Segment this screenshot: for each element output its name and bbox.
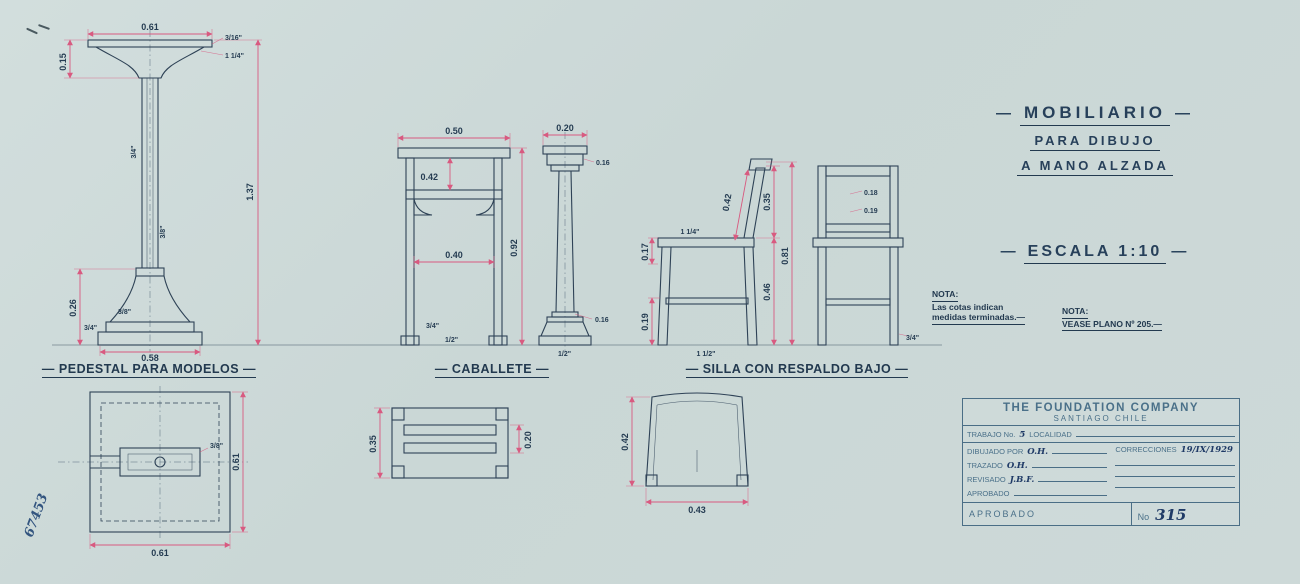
dim-pedestal-base-width: 0.58: [141, 353, 159, 363]
sheet-title-line2: PARA DIBUJO: [950, 133, 1240, 151]
caballete-top-view: 0.35 0.20: [368, 407, 533, 479]
dim-caballete-upper-height: 0.42: [420, 172, 438, 182]
silla-side-view: 0.42 0.35 0.46 0.81 0.17 0.19 1 1/4" 1 1…: [640, 158, 797, 358]
dim-silla-f2: 1 1/2": [697, 351, 716, 358]
caballete-side-view: 0.20 0.16 0.16 1/2": [538, 123, 610, 358]
dim-caballete-f2: 1/2": [445, 337, 458, 344]
dim-pedestal-top-f1: 3/8": [210, 443, 223, 450]
sheet-title-line1: —MOBILIARIO—: [950, 103, 1240, 126]
dim-silla-apron: 0.17: [640, 243, 650, 261]
dim-silla-front-d1: 0.18: [864, 190, 878, 197]
dim-caballete-top-width: 0.50: [445, 126, 463, 136]
title-block-footer: APROBADO No 315: [963, 503, 1239, 525]
aprobado-row: APROBADO: [967, 487, 1108, 498]
dim-pedestal-f3: 3/4": [131, 145, 138, 158]
dim-silla-front-f1: 3/4": [906, 335, 919, 342]
dim-caballete-side-shaft: 0.16: [595, 317, 609, 324]
pedestal-section-label: — PEDESTAL PARA MODELOS —: [41, 362, 257, 378]
drawing-number: No 315: [1137, 506, 1187, 524]
silla-front-view: 0.18 0.19 3/4": [812, 165, 919, 346]
dim-pedestal-f1: 3/16": [225, 35, 242, 42]
sheet-title-line3: A MANO ALZADA: [950, 158, 1240, 176]
footer-aprobado-label: APROBADO: [963, 503, 1132, 525]
dim-pedestal-top-width: 0.61: [141, 22, 159, 32]
silla-top-view: 0.42 0.43: [620, 392, 749, 515]
caballete-front-view: 0.50 0.42 0.40 0.92 3/4" 1/2": [397, 126, 527, 346]
dim-silla-top-width: 0.43: [688, 505, 706, 515]
company-name: THE FOUNDATION COMPANY: [1002, 402, 1200, 414]
dim-pedestal-f5: 3/8": [118, 309, 131, 316]
pedestal-front-view: 0.61 3/16" 1 1/4" 0.15 1.37 3/4" 3/8" 0.…: [58, 22, 262, 363]
silla-section-label: — SILLA CON RESPALDO BAJO —: [685, 362, 909, 378]
caballete-section-label: — CABALLETE —: [434, 362, 550, 378]
dim-caballete-top-depth: 0.35: [368, 435, 378, 453]
dim-pedestal-base-height: 0.26: [68, 299, 78, 317]
dim-pedestal-f4: 3/8": [160, 225, 167, 238]
dim-silla-total-height: 0.81: [780, 247, 790, 265]
sheet-title: —MOBILIARIO— PARA DIBUJO A MANO ALZADA: [950, 103, 1240, 183]
title-block-header: THE FOUNDATION COMPANY SANTIAGO CHILE: [963, 399, 1239, 426]
dim-pedestal-f2: 1 1/4": [225, 53, 244, 60]
dim-pedestal-cap-height: 0.15: [58, 53, 68, 71]
dim-silla-seat-to-floor: 0.46: [762, 283, 772, 301]
dim-silla-back-slant: 0.42: [721, 193, 734, 212]
dim-caballete-inner-width: 0.40: [445, 250, 463, 260]
note-plano: NOTA: VEASE PLANO Nº 205.—: [1062, 306, 1212, 331]
dim-caballete-side-top: 0.20: [556, 123, 574, 133]
sheet-scale: —ESCALA 1:10—: [950, 243, 1240, 264]
dim-caballete-f1: 3/4": [426, 323, 439, 330]
dim-pedestal-top-width: 0.61: [151, 548, 169, 558]
dim-pedestal-total-height: 1.37: [245, 183, 255, 201]
dim-caballete-top-width: 0.20: [523, 431, 533, 449]
dim-silla-front-d2: 0.19: [864, 208, 878, 215]
title-block: THE FOUNDATION COMPANY SANTIAGO CHILE TR…: [962, 398, 1240, 526]
company-location: SANTIAGO CHILE: [1053, 414, 1149, 423]
dim-silla-back-height: 0.35: [762, 193, 772, 211]
note-cotas: NOTA: Las cotas indican medidas terminad…: [932, 289, 1052, 325]
dim-pedestal-top-depth: 0.61: [231, 453, 241, 471]
dim-pedestal-f6: 3/4": [84, 325, 97, 332]
dim-caballete-side-board: 0.16: [596, 160, 610, 167]
dim-silla-top-depth: 0.42: [620, 433, 630, 451]
pedestal-top-view: 0.61 0.61 3/8": [58, 386, 248, 558]
dim-caballete-total-height: 0.92: [509, 239, 519, 257]
trabajo-row: TRABAJO No. 5 LOCALIDAD: [963, 426, 1239, 443]
dim-silla-leg: 0.19: [640, 313, 650, 331]
dim-caballete-side-f1: 1/2": [558, 351, 571, 358]
dim-silla-f1: 1 1/4": [681, 229, 700, 236]
